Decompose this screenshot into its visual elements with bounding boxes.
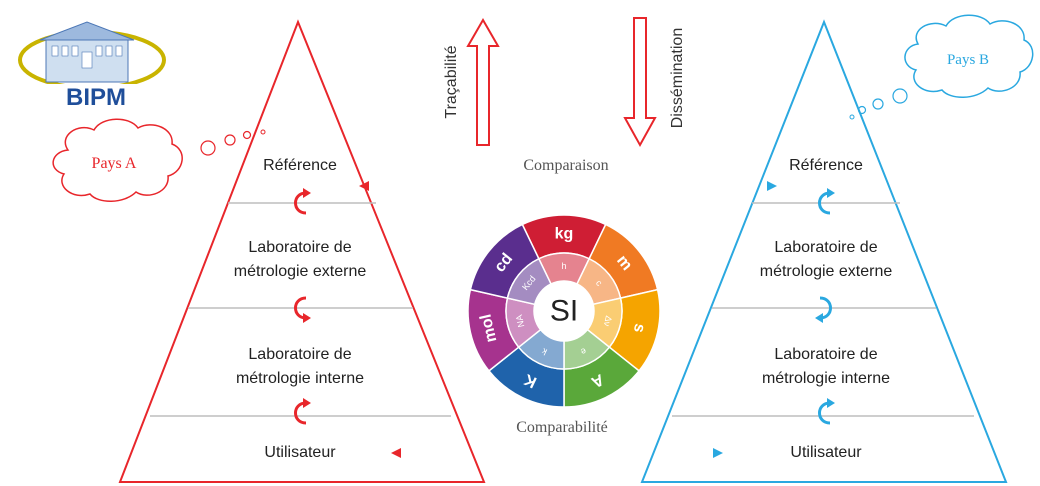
curved-arrow-icon — [818, 191, 831, 215]
level-int-lab-b-line1: Laboratoire de — [774, 346, 877, 363]
level-ext-lab-b-line2: métrologie externe — [760, 263, 893, 280]
pyramid-country-a: Référence Laboratoire de métrologie exte… — [118, 19, 486, 483]
thought-bubble-icon — [200, 140, 216, 156]
arrowhead-icon — [303, 313, 311, 323]
level-int-lab-a-line2: métrologie interne — [236, 370, 364, 387]
curved-arrow-icon — [818, 401, 831, 425]
level-reference-a: Référence — [263, 157, 337, 174]
level-ext-lab-a-line1: Laboratoire de — [248, 239, 351, 256]
curved-arrow-icon — [294, 296, 307, 320]
tracabilite-label: Traçabilité — [443, 45, 460, 118]
thought-bubble-icon — [242, 130, 252, 140]
level-int-lab-b-line2: métrologie interne — [762, 370, 890, 387]
up-arrow-icon — [466, 17, 500, 146]
si-unit-label: s — [630, 322, 649, 335]
comparaison-link: Comparaison — [359, 157, 777, 191]
thought-bubble-icon — [892, 88, 908, 104]
si-unit-label: mol — [477, 312, 500, 344]
comparabilite-link: Comparabilité — [391, 419, 723, 458]
si-constant-label: e — [579, 346, 588, 357]
thought-bubble-icon — [857, 105, 867, 115]
curved-arrow-icon — [294, 401, 307, 425]
dissemination-arrow: Dissémination — [623, 17, 686, 148]
curved-arrow-icon — [819, 296, 832, 320]
si-constant-label: k — [540, 346, 549, 357]
thought-cloud-a: Pays A — [52, 118, 266, 202]
pyramid-country-b: Référence Laboratoire de métrologie exte… — [640, 19, 1008, 483]
cloud-b-shape — [904, 14, 1034, 98]
thought-bubble-icon — [872, 98, 884, 110]
si-constant-label: NA — [514, 314, 527, 328]
building-icon — [39, 21, 135, 83]
down-arrow-icon — [623, 17, 657, 148]
thought-bubble-icon — [260, 129, 266, 135]
cloud-b-label: Pays B — [947, 52, 989, 68]
level-ext-lab-b-line1: Laboratoire de — [774, 239, 877, 256]
level-int-lab-a-line1: Laboratoire de — [248, 346, 351, 363]
si-constant-label: Δν — [602, 315, 614, 328]
si-center-disc — [534, 281, 594, 341]
arrowhead-icon — [827, 398, 835, 408]
si-center-label: SI — [550, 295, 578, 328]
cloud-a-shape — [52, 118, 183, 202]
si-constant-label: c — [594, 278, 605, 288]
thought-bubble-icon — [849, 114, 855, 120]
thought-bubble-icon — [224, 134, 236, 146]
level-ext-lab-a-line2: métrologie externe — [234, 263, 367, 280]
arrowhead-icon — [303, 398, 311, 408]
comparaison-label: Comparaison — [523, 157, 608, 174]
dissemination-label: Dissémination — [669, 28, 686, 128]
thought-cloud-b: Pays B — [849, 14, 1034, 120]
curved-arrow-icon — [294, 191, 307, 215]
arrowhead-icon — [815, 313, 823, 323]
level-user-a: Utilisateur — [264, 444, 336, 461]
bipm-logo: BIPM — [18, 21, 166, 111]
level-user-b: Utilisateur — [790, 444, 862, 461]
tracabilite-arrow: Traçabilité — [443, 17, 500, 146]
si-constant-label: h — [561, 261, 566, 271]
logo-text: BIPM — [66, 84, 126, 111]
si-unit-label: kg — [555, 226, 574, 243]
level-reference-b: Référence — [789, 157, 863, 174]
arrowhead-icon — [827, 188, 835, 198]
cloud-a-label: Pays A — [92, 155, 137, 172]
comparabilite-label: Comparabilité — [516, 419, 608, 436]
pyramid-a-outline — [118, 19, 486, 483]
arrowhead-icon — [303, 188, 311, 198]
pyramid-b-outline — [640, 19, 1008, 483]
